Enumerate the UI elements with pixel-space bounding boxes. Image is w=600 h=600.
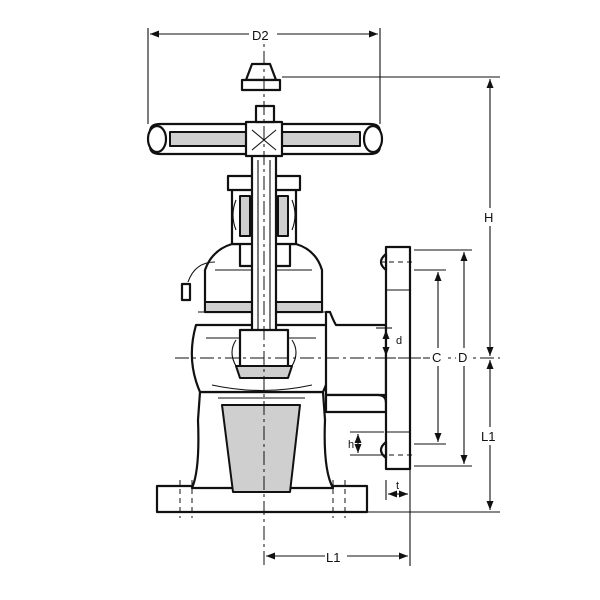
extension-lines xyxy=(147,28,500,566)
label-h: H xyxy=(484,210,493,225)
label-l1-side: L1 xyxy=(481,429,495,444)
label-t: t xyxy=(396,480,399,492)
valve-body-lower xyxy=(190,390,335,493)
label-l1-bottom: L1 xyxy=(326,550,340,565)
label-c: C xyxy=(432,350,441,365)
side-outlet xyxy=(324,245,416,471)
label-d-outer: D xyxy=(458,350,467,365)
handwheel-nut xyxy=(240,62,282,124)
label-d-small: d xyxy=(396,335,402,347)
label-h-small: h xyxy=(348,439,354,451)
dimension-labels: D2 H D C d L1 h t L1 xyxy=(249,26,502,566)
handwheel[interactable] xyxy=(146,120,384,158)
label-d2: D2 xyxy=(252,28,269,43)
